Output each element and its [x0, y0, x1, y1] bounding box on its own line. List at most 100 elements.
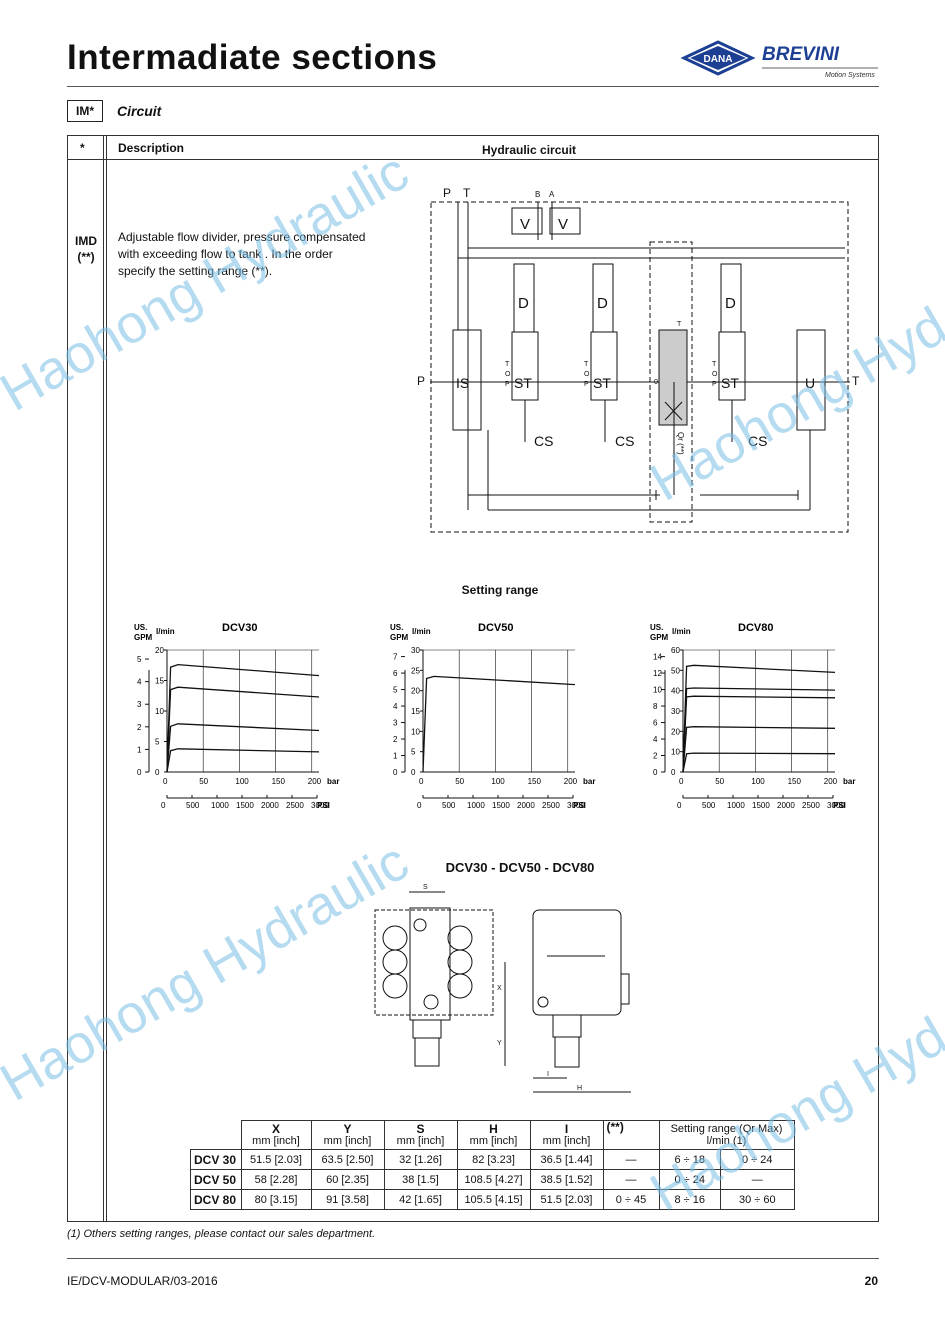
x-tick-label: 150 [788, 777, 802, 786]
gpm-tick-label: 7 [393, 653, 398, 662]
section-code-box: IM* [67, 100, 103, 122]
gpm-tick-label: 4 [653, 735, 658, 744]
psi-tick-label: 2500 [802, 801, 820, 808]
psi-tick-label: 2500 [286, 801, 304, 808]
gpm-tick-label: 3 [137, 700, 142, 709]
y-tick-label: 5 [155, 738, 160, 747]
psi-unit-label: PSI [833, 801, 846, 808]
y-tick-label: 20 [411, 687, 420, 696]
lmin-label: l/min [156, 627, 175, 636]
valve-v-2: V [558, 216, 568, 233]
svg-text:0: 0 [654, 379, 658, 386]
x-tick-label: 150 [272, 777, 286, 786]
y-tick-label: 10 [671, 748, 680, 757]
y-tick-label: 20 [155, 646, 164, 655]
chart-title: DCV50 [478, 622, 513, 634]
col-description: Description [118, 141, 185, 155]
gpm-tick-label: 3 [393, 719, 398, 728]
svg-text:CS: CS [534, 433, 553, 449]
psi-tick-label: 500 [186, 801, 200, 808]
item-code: IMD (**) [70, 233, 102, 265]
x-tick-label: 50 [455, 777, 464, 786]
svg-text:T: T [712, 361, 717, 368]
x-tick-label: 0 [679, 777, 684, 786]
svg-text:D: D [518, 295, 529, 312]
y-tick-label: 10 [155, 707, 164, 716]
gpm-tick-label: 0 [393, 768, 398, 777]
gpm-tick-label: 1 [137, 745, 142, 754]
psi-tick-label: 0 [161, 801, 166, 808]
table-cell: 8 ÷ 16 [658, 1189, 722, 1210]
brevini-logo-text: BREVINI [762, 44, 840, 65]
chart-title: DCV80 [738, 622, 773, 634]
gpm-tick-label: 6 [393, 669, 398, 678]
lmin-label: l/min [672, 627, 691, 636]
svg-text:CS: CS [748, 433, 767, 449]
series-line [682, 752, 836, 773]
page-number: 20 [864, 1274, 878, 1288]
table-cell: 30 ÷ 60 [720, 1189, 795, 1210]
series-line [682, 687, 836, 773]
table-cell: 42 [1.65] [383, 1189, 458, 1210]
psi-tick-label: 3000 [827, 801, 845, 808]
dimension-drawing-title: DCV30 - DCV50 - DCV80 [445, 860, 595, 875]
gpm-tick-label: 5 [393, 686, 398, 695]
svg-text:Qr (**): Qr (**) [676, 432, 685, 455]
brand-sub-text: Motion Systems [825, 72, 875, 79]
psi-tick-label: 1500 [752, 801, 770, 808]
gpm-label: US. [650, 623, 663, 632]
gpm-tick-label: 10 [653, 686, 662, 695]
y-tick-label: 60 [671, 646, 680, 655]
y-tick-label: 20 [671, 727, 680, 736]
gpm-tick-label: 8 [653, 702, 658, 711]
y-tick-label: 30 [671, 707, 680, 716]
psi-tick-label: 2500 [542, 801, 560, 808]
y-tick-label: 30 [411, 646, 420, 655]
gpm-tick-label: 14 [653, 653, 662, 662]
series-line [682, 695, 836, 773]
table-cell: 58 [2.28] [240, 1169, 312, 1190]
code-column [67, 135, 104, 1222]
svg-text:P: P [505, 381, 510, 388]
valve-v-1: V [520, 216, 530, 233]
gpm-tick-label: 5 [137, 655, 142, 664]
footer-rule [67, 1258, 879, 1259]
y-tick-label: 0 [411, 768, 416, 777]
svg-text:O: O [505, 371, 511, 378]
y-tick-label: 0 [155, 768, 160, 777]
gpm-label-2: GPM [134, 633, 153, 642]
gpm-label: US. [390, 623, 403, 632]
series-line [166, 663, 320, 773]
x-tick-label: 0 [163, 777, 168, 786]
hydraulic-circuit-diagram: P T B A V V D D D ST ST ST T O P T O P T… [417, 186, 860, 533]
u-block-label: U [805, 375, 815, 391]
footnote: (1) Others setting ranges, please contac… [67, 1228, 376, 1240]
table-cell: 51.5 [2.03] [529, 1189, 604, 1210]
bar-unit-label: bar [583, 777, 595, 786]
dana-logo-text: DANA [704, 54, 733, 65]
port-t-top: T [463, 186, 471, 200]
table-cell: 36.5 [1.44] [529, 1149, 604, 1170]
table-cell: 91 [3.58] [310, 1189, 385, 1210]
svg-text:ST: ST [721, 375, 739, 391]
item-code-main: IMD [75, 234, 97, 248]
svg-text:T: T [677, 321, 682, 328]
chart-dcv80: DCV80US.GPMl/min010203040506002468101214… [650, 622, 855, 808]
table-cell: 38 [1.5] [383, 1169, 458, 1190]
svg-text:P: P [712, 381, 717, 388]
x-tick-label: 100 [751, 777, 765, 786]
item-description: Adjustable flow divider, pressure compen… [118, 230, 366, 278]
y-tick-label: 50 [671, 666, 680, 675]
svg-text:O: O [584, 371, 590, 378]
psi-tick-label: 1000 [467, 801, 485, 808]
gpm-label-2: GPM [650, 633, 669, 642]
svg-text:B: B [535, 190, 540, 199]
table-cell: 6 ÷ 18 [658, 1149, 722, 1170]
gpm-tick-label: 2 [653, 752, 658, 761]
gpm-label: US. [134, 623, 147, 632]
svg-text:P: P [417, 374, 425, 388]
svg-text:ST: ST [514, 375, 532, 391]
